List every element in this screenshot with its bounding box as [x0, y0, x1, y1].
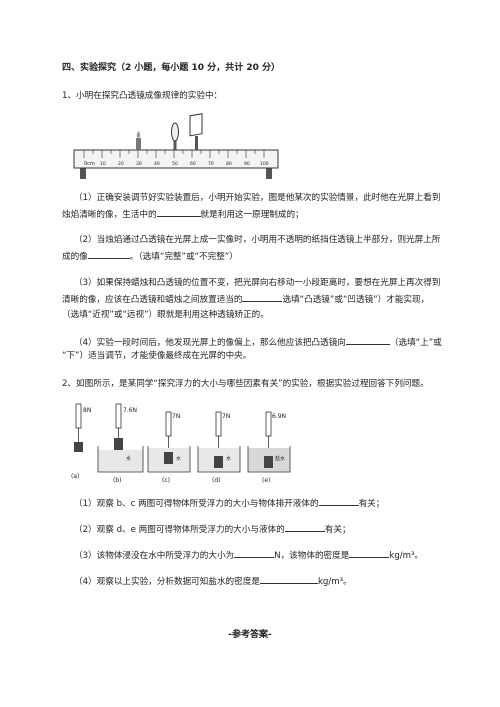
- scale-reading: 8N: [83, 407, 91, 414]
- q1-part1-line1: （1）正确安装调节好实验装置后，小明开始实验，图是他某次的实验情景，此时他在光屏…: [74, 193, 441, 203]
- q2-part3-text-c: kg/m³。: [389, 551, 424, 561]
- q2-part4-text-a: （4）观察以上实验，分析数据可知盐水的密度是: [74, 577, 260, 587]
- q1-answer-blank-1[interactable]: [156, 207, 201, 217]
- q2-part2-text-a: （2）观察 d、e 两图可得物体所受浮力的大小与液体的: [74, 525, 285, 535]
- q1-part3-text-b: 选填“凸透镜”或“凹透镜”）才能实现，: [282, 295, 430, 305]
- q1-part2-text-b: 。（选填“完整”或“不完整”）: [129, 252, 238, 262]
- figure-label: (e): [262, 477, 270, 484]
- screen-holder: [195, 136, 198, 150]
- scale-reading: 7N: [172, 413, 180, 420]
- bench-right-leg: [266, 167, 272, 179]
- figure-label: (b): [113, 477, 122, 484]
- optical-bench-figure: 0cm 10 20 30 40 50 60 70 80 90 100: [73, 113, 279, 179]
- q1-part1-line2: 烛焰清晰的像，生活中的 就是利用这一原理制成的；: [62, 207, 304, 222]
- ruler-zero-label: 0cm: [84, 161, 95, 167]
- q1-part4-line1: （4）实验一段时间后，他发现光屏上的像偏上，那么他应该把凸透镜向 （选填“上”或: [74, 335, 442, 350]
- q2-stem: 2、如图所示，是某同学“探究浮力的大小与哪些因素有关”的实验，根据实验过程回答下…: [62, 379, 429, 389]
- q2-answer-blank-1[interactable]: [318, 496, 359, 506]
- q1-part4-text-b: （选填“上”或: [389, 338, 442, 348]
- q2-part1: （1）观察 b、c 两图可得物体所受浮力的大小与物体排开液体的 有关；: [74, 496, 384, 511]
- setup-b: 7.6N 水 (b): [97, 403, 144, 484]
- q2-answer-blank-4[interactable]: [349, 548, 390, 558]
- q1-part2-line2: 成的像 。（选填“完整”或“不完整”）: [62, 249, 238, 264]
- q2-part1-text-b: 有关；: [358, 499, 385, 509]
- candle: [136, 138, 141, 150]
- q1-answer-blank-2[interactable]: [87, 249, 130, 259]
- light-screen: [189, 113, 203, 137]
- liquid-label: 水: [226, 455, 231, 462]
- q2-part2: （2）观察 d、e 两图可得物体所受浮力的大小与液体的 有关；: [74, 522, 351, 537]
- ruler-number: 60: [190, 161, 196, 167]
- figure-label: (d): [212, 477, 221, 484]
- q1-part1-text-a: 烛焰清晰的像，生活中的: [62, 210, 157, 220]
- q1-part3-line3: （选填“近视”或“远视”）眼就是利用这种透镜矫正的。: [62, 307, 269, 322]
- q2-part4-text-b: kg/m³。: [317, 577, 352, 587]
- lens-holder: [173, 141, 177, 150]
- q1-stem: 1、小明在探究凸透镜成像规律的实验中：: [62, 91, 223, 101]
- ruler-number: 10: [100, 161, 106, 167]
- q2-part3-text-b: N，该物体的密度是: [274, 551, 350, 561]
- ruler-number: 40: [154, 161, 160, 167]
- q1-part2-line1: （2）当烛焰通过凸透镜在光屏上成一实像时，小明用不透明的纸挡住透镜上半部分，则光…: [74, 235, 441, 245]
- setup-d: 7N 水 (d): [197, 411, 241, 484]
- figure-label: (a): [71, 473, 79, 480]
- ruler-number: 90: [244, 161, 250, 167]
- setup-e: 6.9N 盐水 (e): [247, 411, 291, 484]
- q1-part1-text-b: 就是利用这一原理制成的；: [200, 210, 304, 220]
- q1-part3-text-c: （选填“近视”或“远视”）眼就是利用这种透镜矫正的。: [62, 310, 269, 320]
- ruler-number: 100: [260, 161, 269, 167]
- q2-part1-text-a: （1）观察 b、c 两图可得物体所受浮力的大小与物体排开液体的: [74, 499, 319, 509]
- ruler-number: 50: [172, 161, 178, 167]
- liquid-label: 水: [176, 455, 181, 462]
- q2-answer-blank-3[interactable]: [234, 548, 275, 558]
- convex-lens: [171, 122, 179, 142]
- figure-label: (c): [162, 477, 170, 484]
- q1-part4-text-a: （4）实验一段时间后，他发现光屏上的像偏上，那么他应该把凸透镜向: [74, 338, 346, 348]
- buoyancy-figure: 8N (a) 7.6N 水 (b) 7N 水 (c): [71, 403, 291, 484]
- q2-answer-blank-2[interactable]: [284, 522, 325, 532]
- bench-left-leg: [80, 167, 86, 179]
- object-block: [74, 442, 83, 452]
- scale-reading: 6.9N: [272, 413, 286, 420]
- spring-scale: [75, 403, 82, 429]
- q1-answer-blank-5[interactable]: [345, 335, 390, 345]
- water: [98, 450, 143, 472]
- q2-part2-text-b: 有关；: [324, 525, 351, 535]
- q1-part3-text-a: 清晰的像，应该在凸透镜和蜡烛之间放置适当的: [62, 295, 243, 305]
- ruler-number: 80: [226, 161, 232, 167]
- setup-a: 8N (a): [71, 403, 91, 480]
- q1-part3-line2: 清晰的像，应该在凸透镜和蜡烛之间放置适当的 选填“凸透镜”或“凹透镜”）才能实现，: [62, 292, 429, 307]
- q1-answer-blank-3[interactable]: [242, 292, 283, 302]
- ruler-number: 30: [136, 161, 142, 167]
- section-title: 四、实验探究（2 小题，每小题 10 分，共计 20 分）: [62, 63, 280, 73]
- answer-key-heading: -参考答案-: [228, 630, 272, 640]
- setup-c: 7N 水 (c): [147, 411, 191, 484]
- q1-part3-line1: （3）如果保持蜡烛和凸透镜的位置不变，把光屏向右移动一小段距离时，要想在光屏上再…: [74, 278, 441, 288]
- q2-answer-blank-5[interactable]: [259, 574, 318, 584]
- ruler-ticks: [83, 150, 265, 158]
- q1-part2-text-a: 成的像: [62, 252, 88, 262]
- ruler-number: 20: [118, 161, 124, 167]
- ruler-numbers: 10 20 30 40 50 60 70 80 90 100: [100, 161, 269, 167]
- scale-reading: 7N: [222, 413, 230, 420]
- q2-part4: （4）观察以上实验，分析数据可知盐水的密度是 kg/m³。: [74, 574, 352, 589]
- ruler-number: 70: [208, 161, 214, 167]
- q2-part3-text-a: （3）该物体浸没在水中所受浮力的大小为: [74, 551, 235, 561]
- q2-part3: （3）该物体浸没在水中所受浮力的大小为 N，该物体的密度是 kg/m³。: [74, 548, 423, 563]
- beaker: [97, 446, 144, 473]
- candle-flame: [136, 131, 141, 138]
- q1-part4-line2: “下”）适当调节，才能使像最终成在光屏的中央。: [62, 351, 252, 361]
- scale-reading: 7.6N: [123, 407, 137, 414]
- liquid-label: 盐水: [275, 455, 285, 462]
- liquid-label: 水: [126, 455, 131, 462]
